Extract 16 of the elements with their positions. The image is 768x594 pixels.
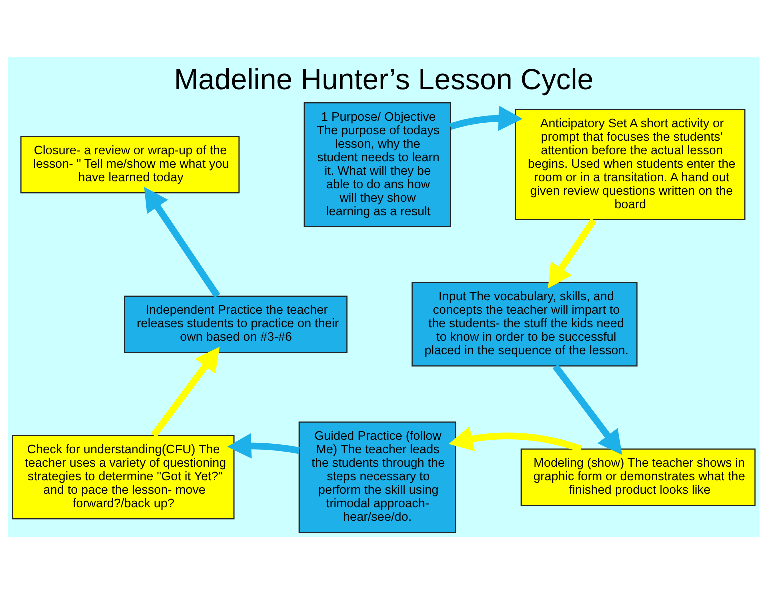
node-box: Anticipatory Set A short activity or prompt that focuses the students' attention before the actual lesson begins. Used when students enter the room or in a transitation. A hand out given review questions written on the board — [515, 109, 746, 221]
arrow — [227, 433, 300, 459]
arrow — [548, 218, 597, 289]
node-box: Guided Practice (follow Me) The teacher leads the students through the steps necessary to perform the skill using trimodal approach- hear/see/do. — [298, 422, 456, 534]
node-box: Modeling (show) The teacher shows in graphic form or demonstrates what the finished product looks like — [520, 448, 756, 506]
node-box: Closure- a review or wrap-up of the lesson- " Tell me/show me what you have learned today — [20, 136, 240, 194]
node-box: Input The vocabulary, skills, and concepts the teacher will impart to the students- the stuff the kids need to know in order to be successful placed in the sequence of the lesson. — [412, 282, 638, 367]
node-box: Check for understanding(CFU) The teacher uses a variety of questioning strategies to determine "Got it Yet?" and to pace the lesson- move forward?/back up? — [12, 435, 235, 520]
diagram-title: Madeline Hunter’s Lesson Cycle — [174, 64, 594, 96]
node-box: 1 Purpose/ Objective The purpose of todays lesson, why the student needs to learn it. What will they be able to do ans how will they show learning as a result — [304, 102, 452, 228]
arrow — [552, 364, 622, 456]
arrow — [448, 426, 582, 452]
arrow — [450, 106, 523, 132]
node-box: Independent Practice the teacher releases students to practice on their own based on #3-#6 — [124, 296, 348, 354]
arrow — [144, 187, 220, 298]
arrow — [151, 347, 220, 438]
